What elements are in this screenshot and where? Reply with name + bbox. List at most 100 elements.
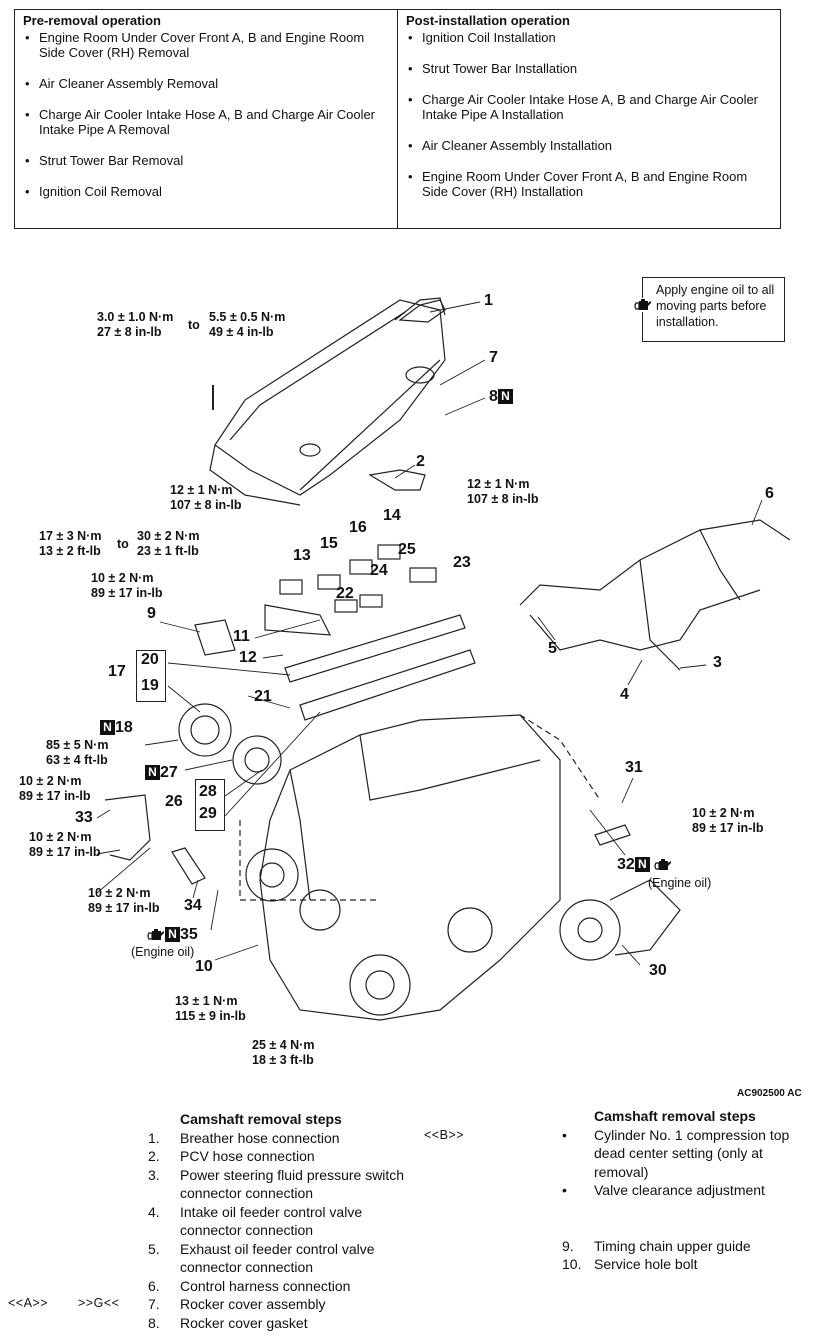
camshaft-removal-steps-right: Camshaft removal steps •Cylinder No. 1 c…: [562, 1107, 814, 1274]
callout-12: 12: [239, 649, 257, 666]
engine-oil-note: (Engine oil): [131, 945, 195, 959]
torque-label: 10 ± 2 N·m 89 ± 17 in-lb: [692, 806, 764, 835]
list-item: 9.Timing chain upper guide: [562, 1237, 751, 1254]
list-item: Charge Air Cooler Intake Hose A, B and C…: [406, 92, 772, 122]
rocker-cover-shape: [214, 299, 446, 496]
reference-mark: <<A>>: [8, 1296, 49, 1310]
callout-25: 25: [398, 541, 416, 558]
steps-title: Camshaft removal steps: [180, 1111, 342, 1127]
list-item: 2.PCV hose connection: [148, 1148, 315, 1164]
callout-4: 4: [620, 686, 629, 703]
callout-11: 11: [233, 628, 250, 645]
callout-15: 15: [320, 535, 338, 552]
torque-label: 25 ± 4 N·m 18 ± 3 ft-lb: [252, 1038, 315, 1067]
reference-mark: <<B>>: [424, 1128, 465, 1142]
callout-6: 6: [765, 485, 774, 502]
callout-23: 23: [453, 554, 471, 571]
list-item: 8.Rocker cover gasket: [148, 1314, 308, 1331]
callout-19: 19: [141, 677, 159, 694]
list-item: Charge Air Cooler Intake Hose A, B and C…: [23, 107, 389, 137]
torque-label: 10 ± 2 N·m 89 ± 17 in-lb: [88, 886, 160, 915]
torque-label: 3.0 ± 1.0 N·m 27 ± 8 in-lb: [97, 310, 174, 339]
callout-9: 9: [147, 605, 156, 622]
torque-label: 30 ± 2 N·m 23 ± 1 ft-lb: [137, 529, 200, 558]
callout-30: 30: [649, 962, 667, 979]
callout-21: 21: [254, 688, 272, 705]
callout-7: 7: [489, 349, 498, 366]
torque-label: 12 ± 1 N·m 107 ± 8 in-lb: [467, 477, 539, 506]
post-installation-column: Post-installation operation Ignition Coi…: [397, 10, 780, 228]
callout-1: 1: [484, 292, 493, 309]
callout-22: 22: [336, 585, 354, 602]
callout-3: 3: [713, 654, 722, 671]
torque-label: 5.5 ± 0.5 N·m 49 ± 4 in-lb: [209, 310, 286, 339]
torque-label: 10 ± 2 N·m 89 ± 17 in-lb: [19, 774, 91, 803]
callout-14: 14: [383, 507, 401, 524]
post-installation-heading: Post-installation operation: [406, 13, 570, 28]
callout-17: 17: [108, 663, 126, 680]
callout-31: 31: [625, 759, 643, 776]
list-item: 3.Power steering fluid pressure switch c…: [148, 1166, 405, 1202]
reference-mark: >>G<<: [78, 1296, 120, 1310]
new-part-badge: N: [634, 857, 650, 873]
oil-can-icon: [654, 858, 672, 870]
camshaft-removal-steps-left: Camshaft removal steps 1.Breather hose c…: [148, 1110, 420, 1332]
callout-20: 20: [141, 651, 159, 668]
torque-label: 17 ± 3 N·m 13 ± 2 ft-lb: [39, 529, 102, 558]
callout-5: 5: [548, 640, 557, 657]
callout-33: 33: [75, 809, 93, 826]
torque-label: 85 ± 5 N·m 63 ± 4 ft-lb: [46, 738, 109, 767]
camshaft-exploded-diagram: [96, 297, 791, 1021]
torque-range-to: to: [117, 537, 129, 551]
callout-13: 13: [293, 547, 311, 564]
list-item: 4.Intake oil feeder control valve connec…: [148, 1203, 363, 1239]
torque-label: 13 ± 1 N·m 115 ± 9 in-lb: [175, 994, 246, 1023]
callout-34: 34: [184, 897, 202, 914]
oil-can-icon: [634, 298, 652, 312]
steps-title: Camshaft removal steps: [594, 1108, 756, 1124]
callout-24: 24: [370, 562, 388, 579]
callout-bracket: [136, 650, 166, 702]
list-item: Air Cleaner Assembly Removal: [23, 76, 389, 91]
list-item: 5.Exhaust oil feeder control valve conne…: [148, 1240, 375, 1276]
legend-text: Apply engine oil to all moving parts bef…: [656, 283, 775, 329]
list-item: Ignition Coil Installation: [406, 30, 772, 45]
list-item: Strut Tower Bar Removal: [23, 153, 389, 168]
list-item: Engine Room Under Cover Front A, B and E…: [406, 169, 772, 199]
torque-label: 12 ± 1 N·m 107 ± 8 in-lb: [170, 483, 242, 512]
callout-2: 2: [416, 453, 425, 470]
torque-range-to: to: [188, 318, 200, 332]
list-item: •Cylinder No. 1 compression top dead cen…: [562, 1126, 790, 1180]
callout-bracket: [195, 779, 225, 831]
pre-removal-heading: Pre-removal operation: [23, 13, 161, 28]
list-item: Engine Room Under Cover Front A, B and E…: [23, 30, 389, 60]
new-part-badge: N: [165, 927, 180, 943]
new-part-badge: N: [497, 389, 513, 405]
operations-table: Pre-removal operation Engine Room Under …: [14, 9, 781, 229]
list-item: 10.Service hole bolt: [562, 1256, 698, 1272]
torque-label: 10 ± 2 N·m 89 ± 17 in-lb: [91, 571, 163, 600]
post-installation-list: Ignition Coil Installation Strut Tower B…: [406, 30, 772, 199]
engine-oil-note: (Engine oil): [648, 876, 712, 890]
new-part-badge: N: [145, 765, 160, 781]
list-item: 6.Control harness connection: [148, 1277, 351, 1294]
list-item: Air Cleaner Assembly Installation: [406, 138, 772, 153]
figure-code: AC902500 AC: [737, 1088, 802, 1099]
oil-can-icon: [147, 928, 164, 940]
list-item: 1.Breather hose connection: [148, 1129, 340, 1146]
callout-10: 10: [195, 958, 213, 975]
callout-29: 29: [199, 805, 217, 822]
list-item: 7.Rocker cover assembly: [148, 1296, 326, 1312]
callout-28: 28: [199, 783, 217, 800]
list-item: Ignition Coil Removal: [23, 184, 389, 199]
list-item: Strut Tower Bar Installation: [406, 61, 772, 76]
pre-removal-column: Pre-removal operation Engine Room Under …: [15, 10, 397, 228]
torque-label: 10 ± 2 N·m 89 ± 17 in-lb: [29, 830, 101, 859]
callout-26: 26: [165, 793, 183, 810]
list-item: •Valve clearance adjustment: [562, 1182, 765, 1198]
